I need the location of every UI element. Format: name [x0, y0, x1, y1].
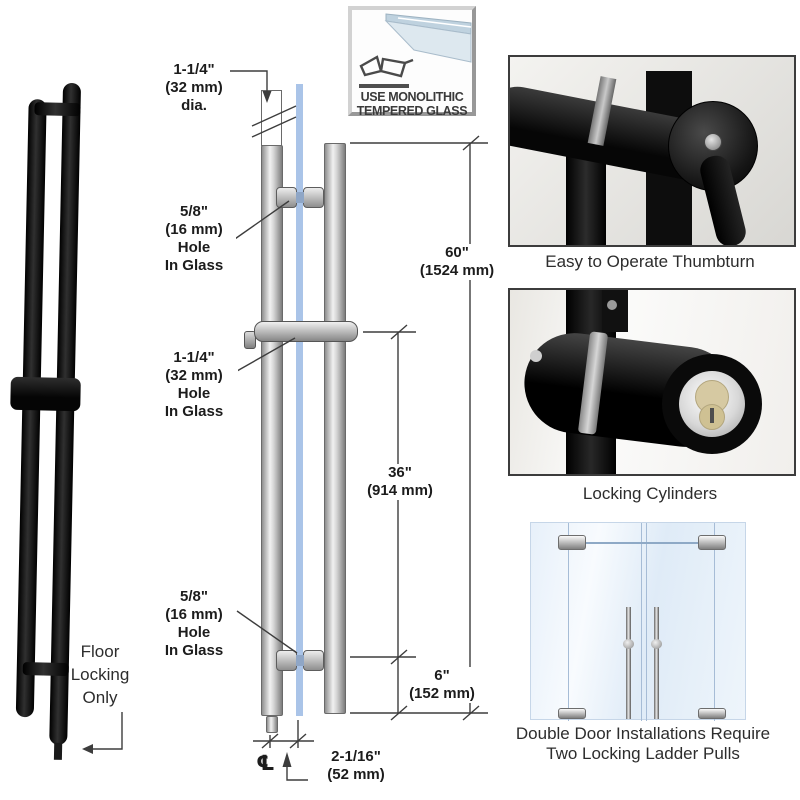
door-handle-left: [626, 607, 631, 719]
photo-thumbturn: [508, 55, 796, 247]
lock-clamp: [244, 321, 358, 351]
floor-locking-line3: Only: [82, 688, 118, 707]
thumbturn-screw: [704, 133, 722, 151]
patch-fitting-top-left: [558, 535, 586, 550]
cylinder-keyway: [710, 408, 714, 423]
door-edge-left: [568, 523, 569, 721]
fastener-bottom-right-washer: [303, 650, 324, 671]
cylinder-left-cap-dot: [530, 350, 542, 362]
patch-fitting-top-right: [698, 535, 726, 550]
caption-thumbturn: Easy to Operate Thumbturn: [545, 252, 755, 271]
left-tube: [261, 145, 283, 716]
fastener-bottom: [276, 650, 324, 671]
badge-line1: USE MONOLITHIC: [360, 90, 464, 104]
floor-locking-line1: Floor: [80, 642, 120, 661]
arrow-up-icon: [282, 752, 292, 767]
patch-fitting-bottom-right: [698, 708, 726, 719]
photo-locking-cylinders: [508, 288, 796, 476]
dim-hole-bottom-label: 5/8" (16 mm) Hole In Glass: [152, 588, 236, 660]
door-gap-right: [646, 523, 647, 721]
patch-fitting-bottom-left: [558, 708, 586, 719]
dim-bottom-span-label: 6" (152 mm): [400, 667, 484, 703]
fastener-top-stud: [296, 192, 304, 203]
dim-hole-mid-label: 1-1/4" (32 mm) Hole In Glass: [150, 349, 238, 421]
top-connecting-bar: [573, 542, 713, 544]
safety-glasses-icon: [359, 55, 414, 78]
caption-double-doors: Double Door Installations Require Two Lo…: [483, 724, 800, 764]
door-handle-right-mount: [651, 639, 662, 649]
cylinder-bracket: [602, 290, 628, 332]
dim-offset-label: 2-1/16" (52 mm): [327, 748, 385, 783]
dim-overall-label: 60" (1524 mm): [406, 244, 508, 280]
glass-pane-icon: [384, 13, 472, 63]
pull-top-arm: [34, 102, 81, 117]
pull-floor-pin: [53, 742, 63, 760]
dim-mid-span-label: 36" (914 mm): [352, 464, 448, 500]
floor-locking-label: Floor Locking Only: [55, 640, 145, 709]
glass-line: [296, 84, 303, 716]
dim-diameter-label: 1-1/4" (32 mm) dia.: [158, 61, 230, 115]
fastener-top: [276, 187, 324, 208]
centerline-icon: ℄: [256, 751, 275, 775]
dim-hole-top-label: 5/8" (16 mm) Hole In Glass: [152, 203, 236, 275]
tempered-glass-badge: USE MONOLITHIC TEMPERED GLASS: [348, 6, 476, 118]
floor-locking-line2: Locking: [70, 665, 130, 684]
door-handle-right: [654, 607, 659, 719]
badge-line2: TEMPERED GLASS: [356, 104, 468, 118]
fastener-bottom-left-washer: [276, 650, 297, 671]
lock-clamp-body: [254, 321, 358, 342]
left-tube-pin: [266, 716, 278, 733]
pull-lock-body: [10, 376, 81, 412]
door-gap-left: [641, 523, 642, 721]
caption-double-doors-line1: Double Door Installations Require: [515, 724, 771, 743]
badge-divider: [359, 84, 409, 88]
door-handle-left-mount: [623, 639, 634, 649]
badge-text: USE MONOLITHIC TEMPERED GLASS: [352, 90, 472, 118]
fastener-bottom-stud: [296, 655, 304, 666]
caption-double-doors-line2: Two Locking Ladder Pulls: [546, 744, 740, 763]
cylinder-bracket-screw: [607, 300, 617, 310]
caption-locking-cylinders: Locking Cylinders: [582, 484, 718, 503]
left-tube-break-section: [261, 90, 282, 146]
fastener-top-left-washer: [276, 187, 297, 208]
illustration-double-doors: [530, 522, 746, 721]
door-edge-right: [714, 523, 715, 721]
fastener-top-right-washer: [303, 187, 324, 208]
right-tube: [324, 143, 346, 714]
